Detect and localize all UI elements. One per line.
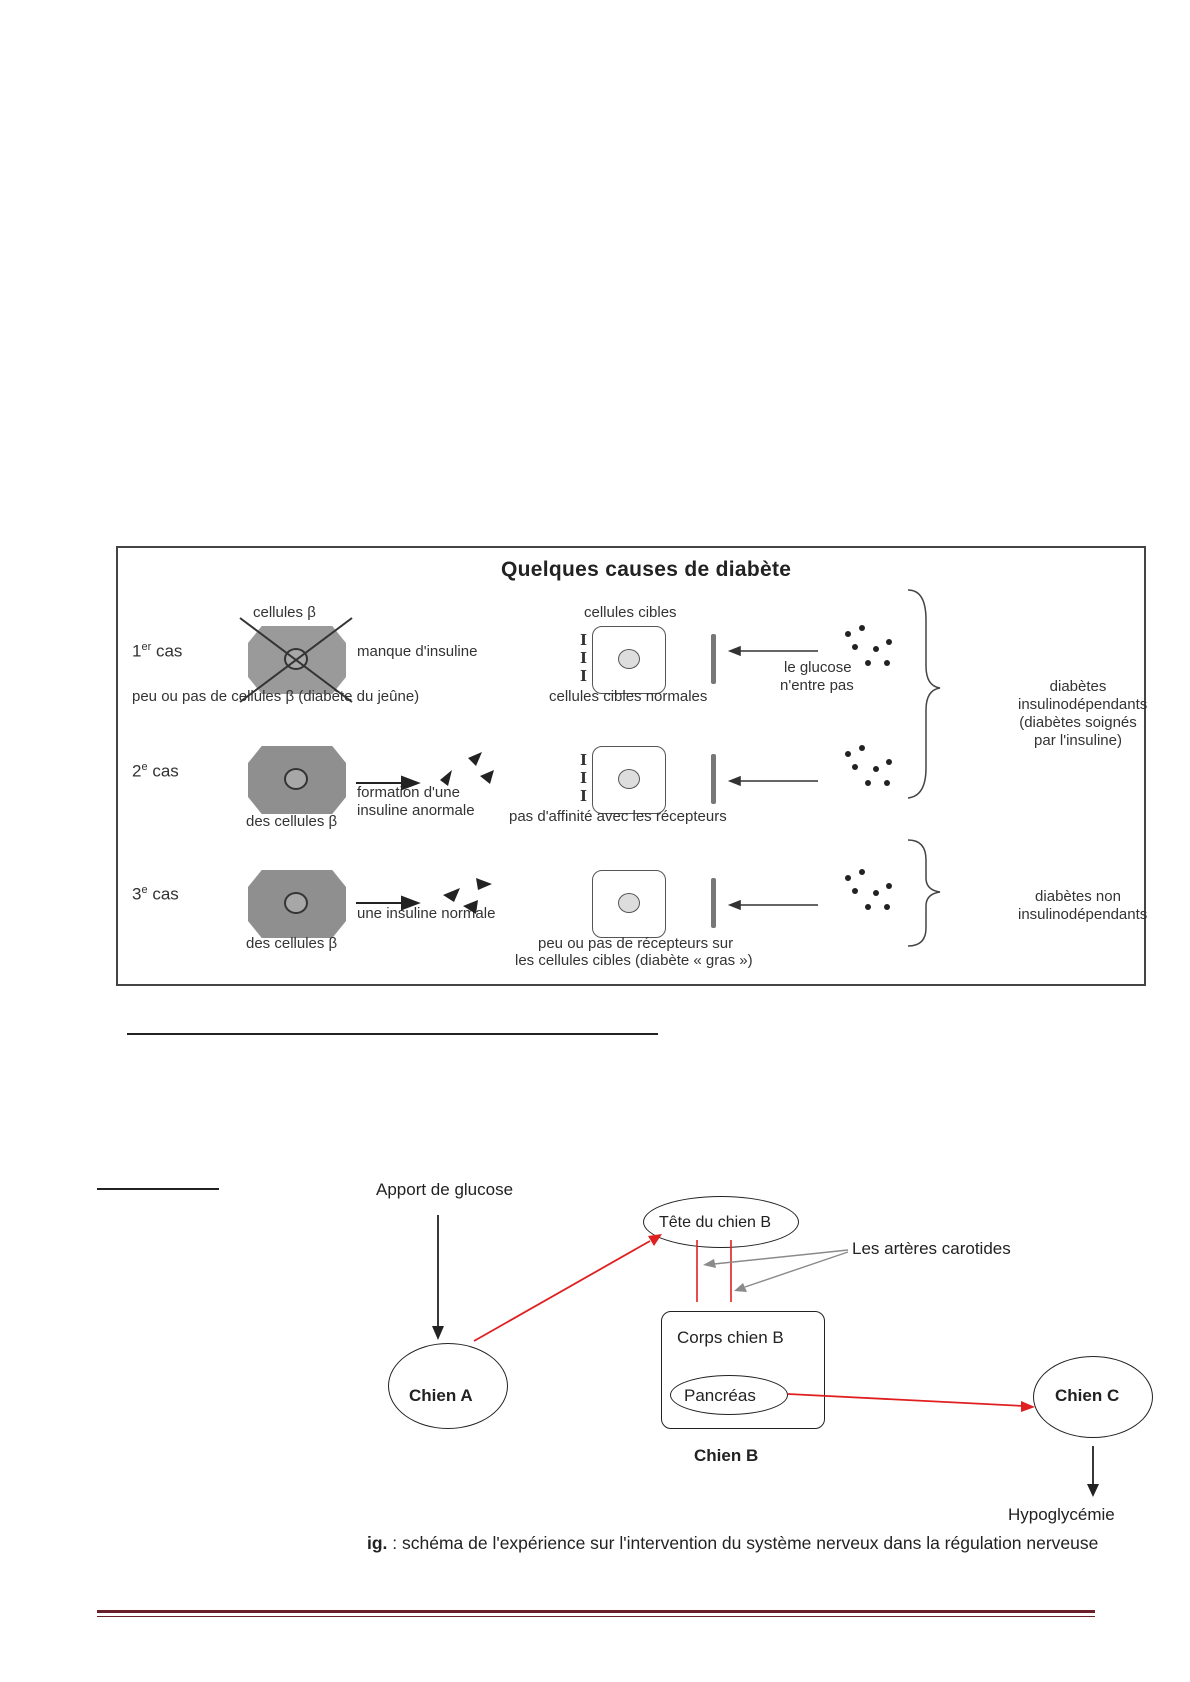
separator-line (127, 1033, 658, 1035)
membrane-bar (711, 754, 716, 804)
glucose-text-2: n'entre pas (780, 677, 854, 694)
receptor-icon: I (580, 769, 588, 787)
dog-c-label: Chien C (1055, 1386, 1120, 1405)
case3-beta-cell (248, 870, 346, 938)
brace2-label: diabètes non insulinodépendants (1018, 888, 1148, 923)
membrane-bar (711, 878, 716, 928)
figure-caption: ig. : schéma de l'expérience sur l'inter… (367, 1533, 1099, 1553)
brace1-label: diabètes insulinodépendants (diabètes so… (1018, 678, 1148, 749)
case3-beta-cells: des cellules β (246, 935, 338, 952)
grey-arrow-lower (744, 1251, 849, 1288)
case3-few-receptors-1: peu ou pas de récepteurs sur (538, 935, 734, 952)
target-cells-label: cellules cibles (584, 604, 677, 621)
case2-beta-cell (248, 746, 346, 814)
receptor-icon: I (580, 631, 588, 649)
carotids-label: Les artères carotides (852, 1239, 1011, 1258)
pancreas-label: Pancréas (684, 1386, 756, 1405)
dog-b-label: Chien B (694, 1446, 759, 1465)
glucose-text-1: le glucose (784, 659, 852, 676)
pancreas-node (670, 1375, 788, 1415)
case1-few-beta: peu ou pas de cellules β (diabète du jeû… (132, 688, 420, 705)
separator-line-short (97, 1188, 219, 1190)
receptor-icon: I (580, 667, 588, 685)
dog-b-body-label: Corps chien B (677, 1328, 784, 1347)
dog-b-head-label: Tête du chien B (659, 1214, 772, 1231)
glucose-input-label: Apport de glucose (376, 1180, 514, 1199)
case3-normal-insulin: une insuline normale (357, 905, 496, 922)
receptor-icon: I (580, 649, 588, 667)
cross-line (239, 617, 353, 703)
figure1-lines (239, 589, 941, 947)
case1-target-cell (592, 626, 666, 694)
dog-a-node (388, 1343, 508, 1429)
case2-beta-cells: des cellules β (246, 813, 338, 830)
case3-few-receptors-2: les cellules cibles (diabète « gras ») (515, 952, 753, 969)
membrane-bar (711, 634, 716, 684)
brace-insulin-dependent (907, 589, 941, 799)
dog-a-label: Chien A (409, 1386, 473, 1405)
diabetes-causes-figure: Quelques causes de diabète 1er cas cellu… (116, 546, 1148, 986)
normal-insulin-icons (443, 878, 492, 914)
case1-label: 1er cas (132, 641, 183, 661)
case2-label: 2e cas (132, 761, 179, 781)
red-arrow-pancreas-to-c (787, 1393, 1025, 1407)
case2-formation-1: formation d'une (357, 784, 460, 801)
case2-formation-2: insuline anormale (357, 802, 475, 819)
case1-normal-target: cellules cibles normales (549, 688, 708, 705)
brace-non-insulin-dependent (907, 839, 941, 947)
case2-no-affinity: pas d'affinité avec les récepteurs (509, 808, 727, 825)
dog-b-head-node (643, 1196, 799, 1248)
case3-target-cell (592, 870, 666, 938)
hypoglycemia-label: Hypoglycémie (1008, 1505, 1115, 1524)
abnormal-insulin-icons (440, 752, 494, 786)
case2-target-cell (592, 746, 666, 814)
receptor-icon: I (580, 787, 588, 805)
dog-c-node (1033, 1356, 1153, 1438)
footer-rule-thin (97, 1616, 1095, 1617)
red-arrow-a-to-b (473, 1240, 651, 1342)
grey-arrow-upper (713, 1249, 849, 1265)
case1-beta-cells-label: cellules β (253, 604, 316, 621)
case3-label: 3e cas (132, 884, 179, 904)
figure-title: Quelques causes de diabète (501, 558, 792, 581)
receptor-icon: I (580, 751, 588, 769)
footer-rule (97, 1610, 1095, 1613)
case1-missing-insulin: manque d'insuline (357, 643, 478, 660)
